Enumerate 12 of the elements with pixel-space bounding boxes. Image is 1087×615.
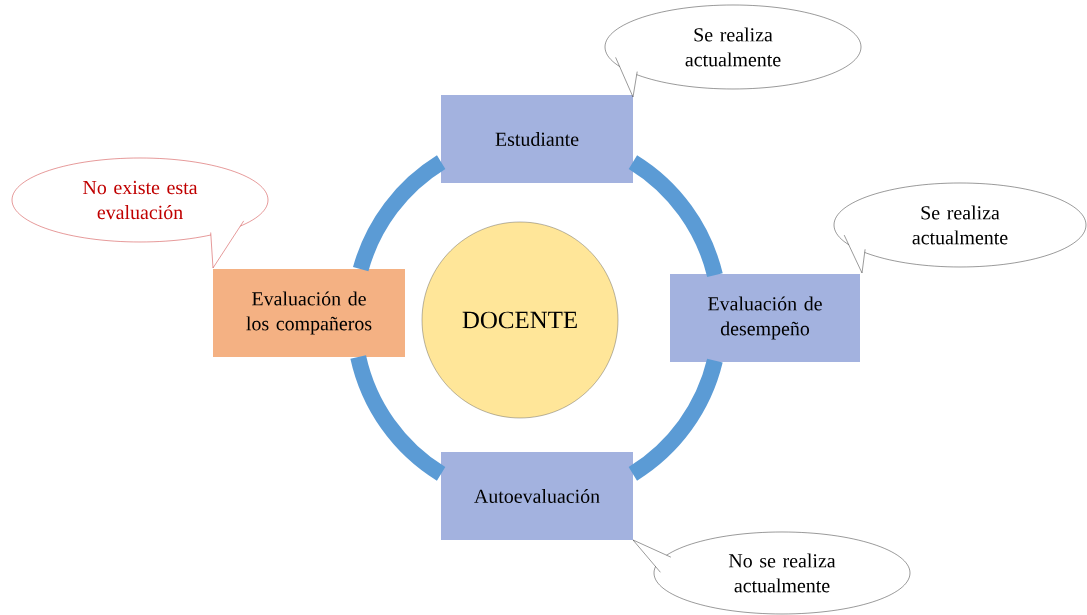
process-box: Estudiante	[441, 95, 633, 183]
process-box: Evaluación de los compañeros	[213, 269, 405, 357]
process-box: Autoevaluación	[441, 452, 633, 540]
ring-segment	[628, 155, 723, 278]
speech-bubble: No existe esta evaluación	[11, 157, 269, 269]
process-box: Evaluación de desempeño	[670, 274, 860, 362]
ring-segment	[353, 155, 446, 272]
speech-bubble: Se realiza actualmente	[604, 4, 862, 98]
speech-bubble: No se realiza actualmente	[632, 531, 911, 615]
ring-segment	[628, 358, 723, 481]
speech-bubble: Se realiza actualmente	[833, 182, 1087, 274]
ring-segment	[350, 355, 446, 481]
